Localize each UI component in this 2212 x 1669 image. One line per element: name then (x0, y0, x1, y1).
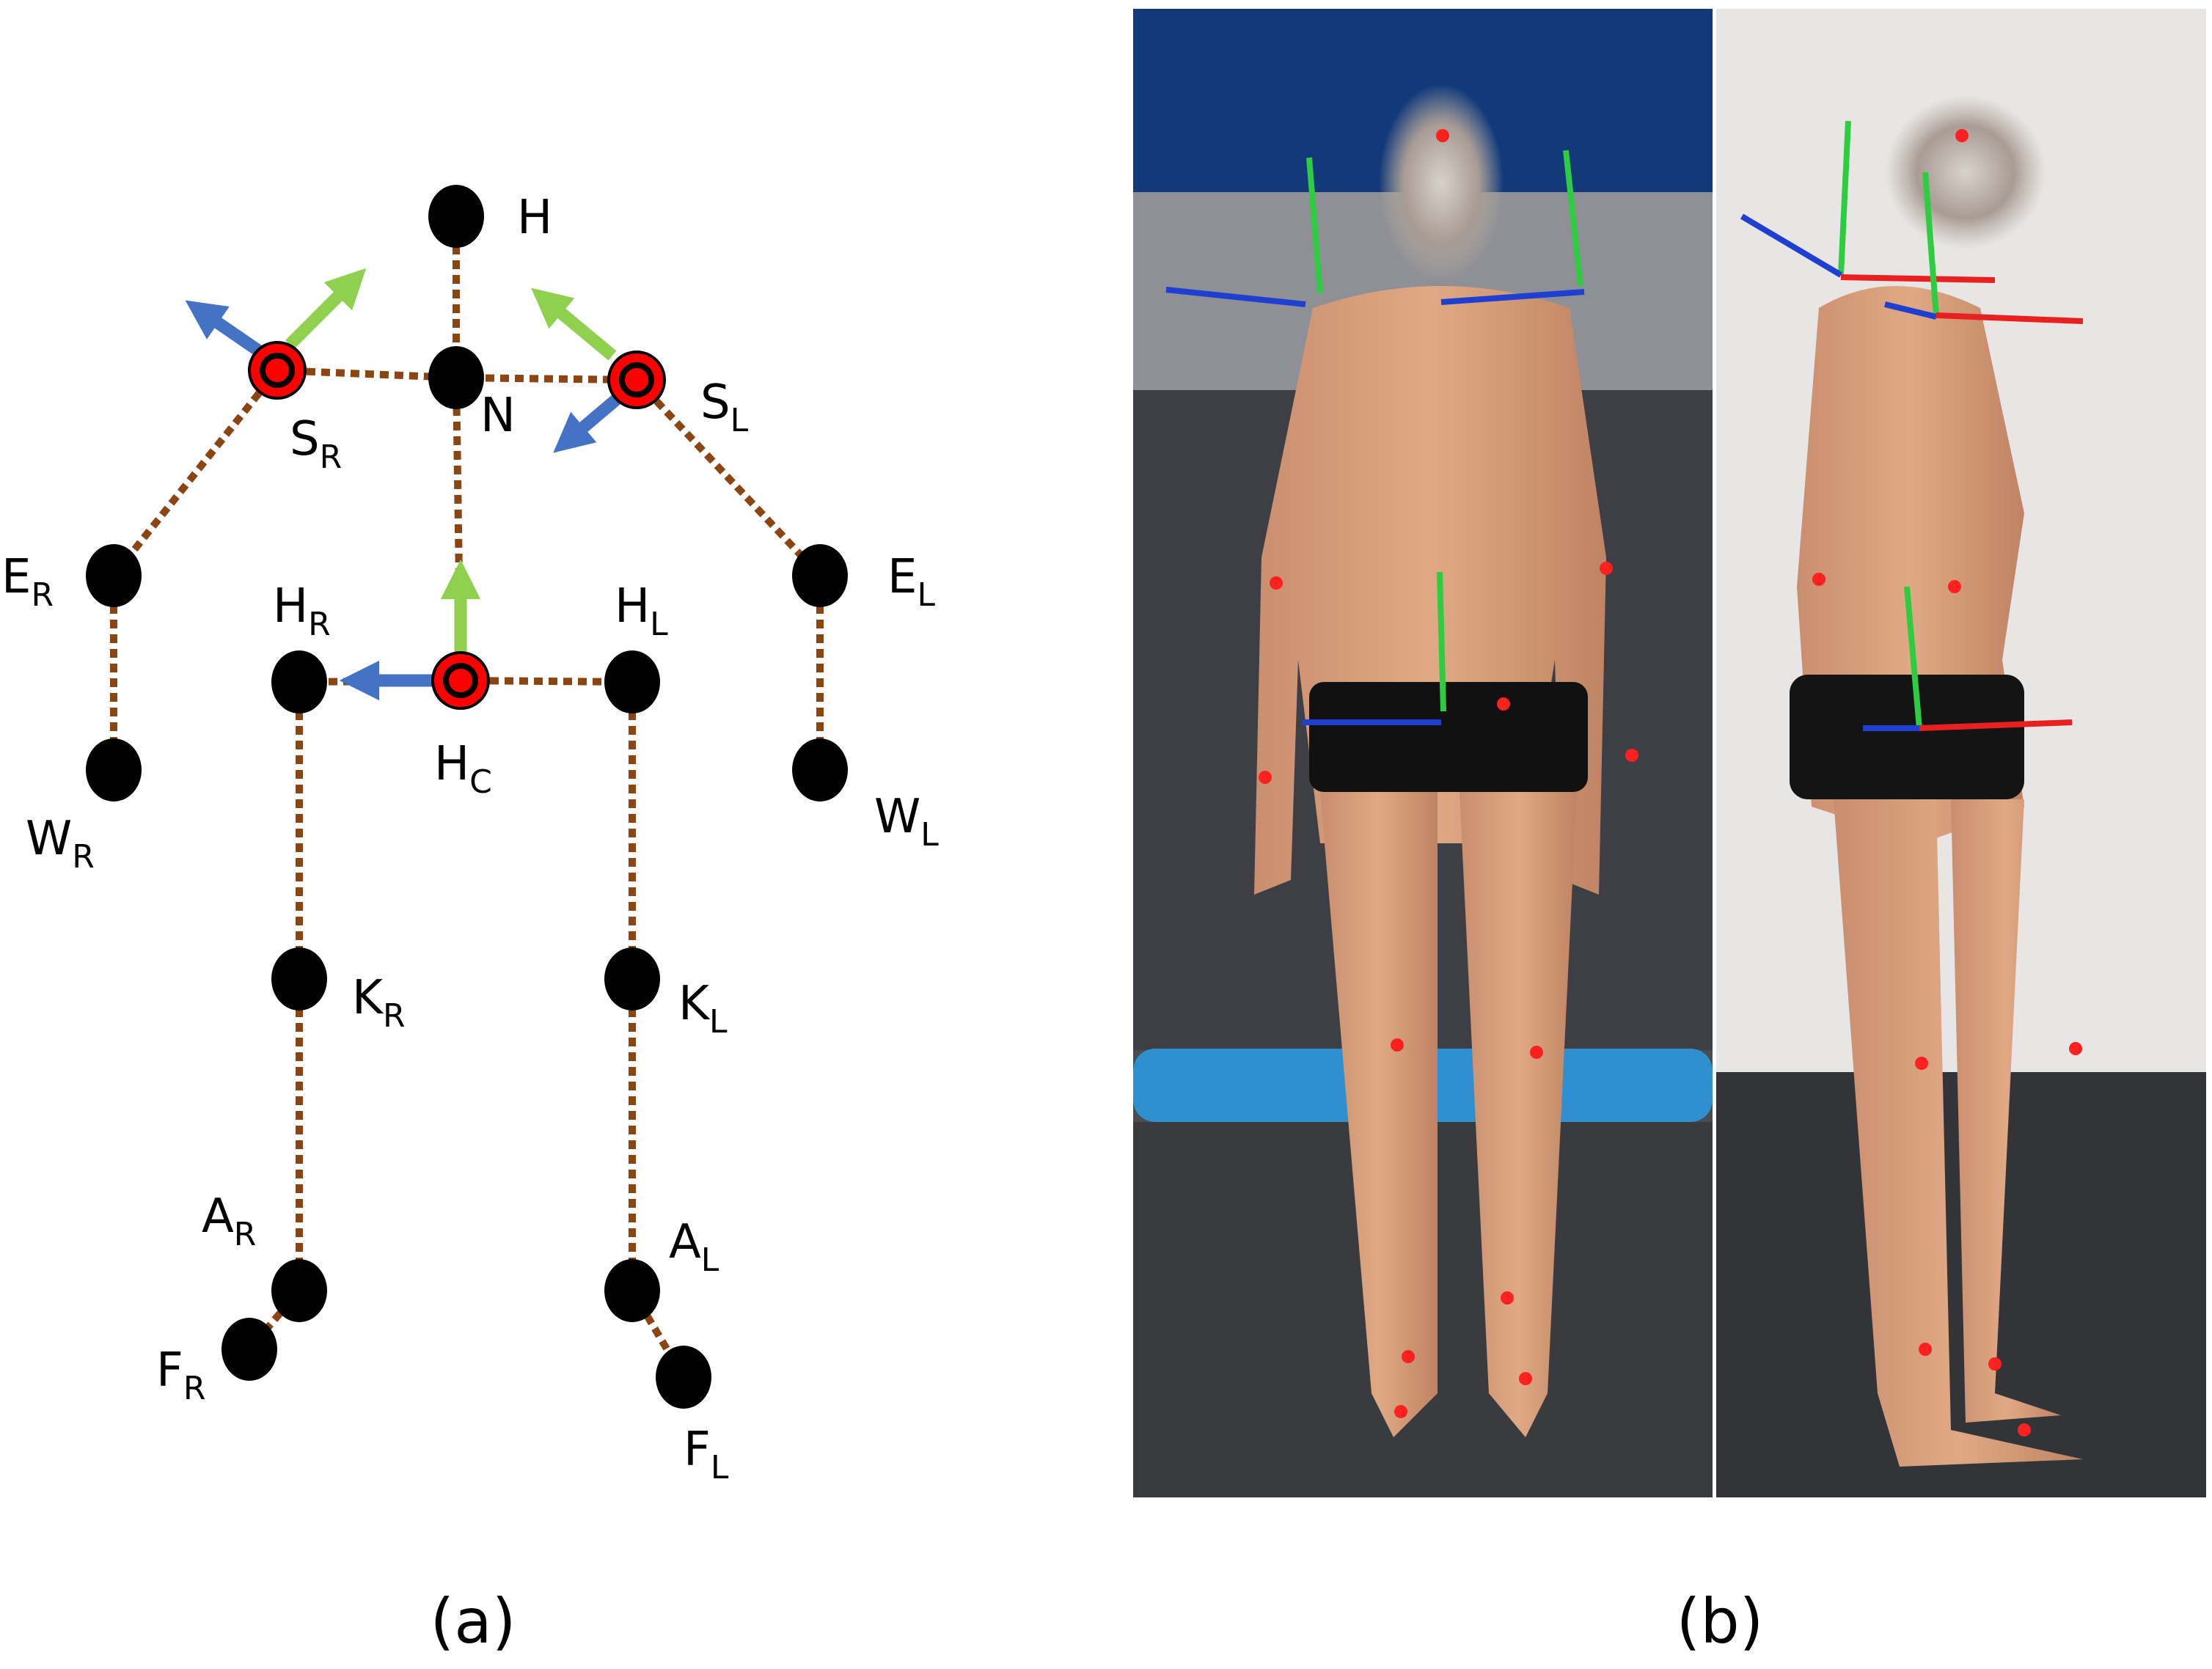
joint-label-base: W (26, 812, 72, 866)
bone-shoulder-r-elbow-r (111, 367, 280, 579)
joint-label-sub: R (383, 997, 406, 1035)
joint-label-sub: R (31, 576, 54, 614)
joint-label-sub: L (920, 816, 939, 854)
joint-label-base: A (669, 1215, 701, 1269)
joint-ankle-r: AR (202, 1189, 327, 1322)
front-view-photo (1133, 9, 1713, 1497)
joint-label-sub: L (711, 1449, 729, 1486)
joint-label-sub: R (234, 1216, 257, 1253)
joint-elbow-r: ER (1, 544, 142, 614)
joint-label-base: F (684, 1423, 711, 1477)
joint-label-base: S (290, 412, 320, 466)
joint-label-ankle-l: AL (669, 1215, 719, 1279)
joint-label-sub: L (917, 576, 935, 614)
joint-label-knee-l: KL (678, 977, 728, 1041)
joint-label-knee-r: KR (352, 971, 406, 1035)
joint-label-head: H (517, 191, 552, 245)
joint-label-sub: L (709, 1003, 728, 1041)
joint-hip-r: HR (271, 579, 331, 714)
joint-label-base: F (156, 1343, 183, 1398)
joint-label-sub: L (650, 606, 668, 643)
joint-shoulder-l: SL (607, 351, 749, 439)
joint-label-base: E (887, 550, 917, 604)
joint-knee-l: KL (604, 947, 728, 1041)
shoulder-r-y-axis (285, 268, 367, 350)
joint-label-base: A (202, 1189, 234, 1244)
front-axes (1165, 150, 1585, 725)
joint-label-shoulder-l: SL (700, 375, 749, 439)
joint-label-hip-r: HR (273, 579, 331, 643)
joint-label-base: H (434, 737, 469, 791)
joint-wrist-r: WR (26, 738, 142, 876)
joint-label-sub: L (701, 1241, 719, 1279)
bone-shoulder-r-neck (276, 367, 457, 381)
shoulder-r-x-axis (185, 300, 264, 358)
joint-label-wrist-l: WL (874, 790, 939, 854)
joint-label-base: W (874, 790, 920, 844)
joint-label-sub: R (72, 838, 95, 876)
joint-label-neck: N (480, 389, 516, 443)
joint-head: H (428, 185, 552, 248)
joint-label-base: S (700, 375, 730, 430)
joint-shoulder-r: SR (248, 341, 342, 476)
shoulder-l-x-axis (553, 395, 620, 453)
bone-neck-shoulder-l (455, 374, 637, 384)
joint-label-hip-l: HL (615, 579, 668, 643)
joint-label-wrist-r: WR (26, 812, 95, 876)
side-subject (1790, 95, 2083, 1467)
joint-label-elbow-r: ER (1, 550, 54, 614)
joint-label-base: H (517, 191, 552, 245)
joint-label-base: H (615, 579, 650, 634)
front-markers (1259, 129, 1638, 1418)
shoulder-l-y-axis (531, 287, 617, 361)
joint-label-base: N (480, 389, 516, 443)
joint-label-elbow-l: EL (887, 550, 935, 614)
panel-b-caption: (b) (1677, 1585, 1764, 1657)
joint-label-sub: C (469, 763, 492, 801)
joint-label-sub: R (183, 1370, 206, 1407)
joint-label-base: H (273, 579, 308, 634)
joint-label-base: E (1, 550, 31, 604)
joint-label-hip-center: HC (434, 737, 492, 801)
bone-shoulder-l-elbow-l (634, 377, 823, 579)
orientation-axes (185, 268, 620, 701)
side-view-photo (1716, 9, 2206, 1497)
front-subject (1254, 84, 1606, 1437)
joint-label-sub: R (320, 439, 343, 476)
side-axes (1740, 120, 2084, 731)
joint-knee-r: KR (271, 947, 406, 1035)
photo-panel: (b) (1133, 9, 2206, 1657)
joint-foot-r: FR (156, 1318, 277, 1407)
joint-label-sub: L (730, 402, 749, 439)
joint-label-ankle-r: AR (202, 1189, 256, 1253)
joint-label-foot-l: FL (684, 1423, 729, 1486)
panel-a-caption: (a) (430, 1585, 516, 1657)
joint-label-base: K (678, 977, 711, 1031)
joint-label-base: K (352, 971, 384, 1025)
joint-ankle-l: AL (604, 1215, 719, 1322)
joint-label-foot-r: FR (156, 1343, 205, 1407)
joint-neck: N (428, 346, 516, 443)
joint-elbow-l: EL (792, 544, 935, 614)
joint-label-sub: R (308, 606, 331, 643)
side-markers (1812, 129, 2082, 1437)
joint-foot-l: FL (656, 1346, 729, 1486)
joint-label-shoulder-r: SR (290, 412, 342, 476)
joint-hip-l: HL (604, 579, 668, 714)
joint-wrist-l: WL (792, 738, 939, 854)
joint-hip-center: HC (431, 651, 492, 801)
